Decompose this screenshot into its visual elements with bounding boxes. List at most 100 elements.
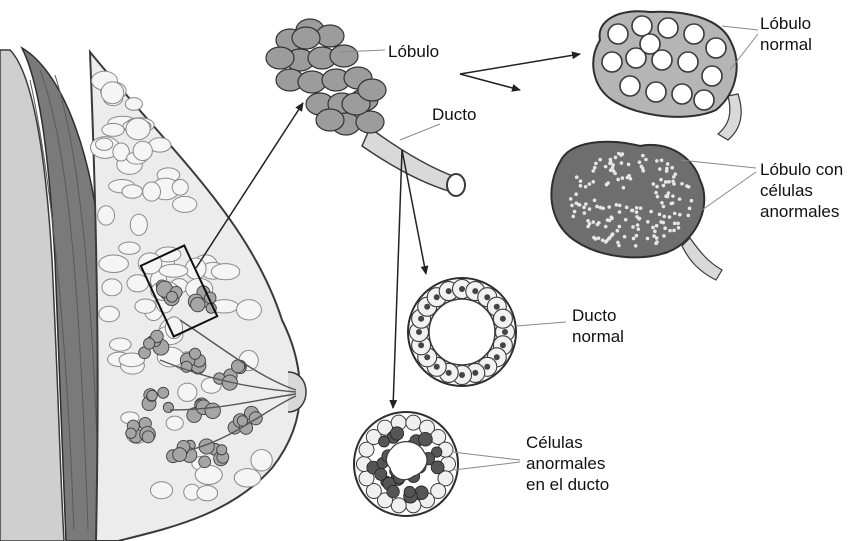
abnormal-duct-cell xyxy=(406,415,421,430)
fat-lobule xyxy=(197,485,218,500)
abnormal-cell xyxy=(637,227,641,231)
abnormal-cell xyxy=(627,163,631,167)
duct-cell-nucleus xyxy=(446,288,452,294)
gland-acinus xyxy=(189,348,200,359)
label-celulas-ducto-line2: anormales xyxy=(526,453,609,474)
abnormal-cell xyxy=(671,194,675,198)
normal-duct-lumen xyxy=(429,299,495,365)
abnormal-cell xyxy=(586,225,590,229)
abnormal-cell xyxy=(574,192,578,196)
abnormal-cell xyxy=(604,225,608,229)
abnormal-cell xyxy=(618,225,622,229)
abnormal-cell xyxy=(658,213,662,217)
duct-tube xyxy=(362,128,458,192)
lobule-acinus xyxy=(316,109,344,131)
fat-lobule xyxy=(109,338,131,351)
abnormal-cell xyxy=(615,229,619,233)
abnormal-cell xyxy=(672,175,676,179)
abnormal-cell xyxy=(659,220,663,224)
abnormal-cell xyxy=(639,206,643,210)
abnormal-cell xyxy=(655,185,659,189)
abnormal-cell xyxy=(624,218,628,222)
abnormal-cell xyxy=(665,169,669,173)
abnormal-cell xyxy=(591,220,595,224)
fat-lobule xyxy=(99,306,120,322)
abnormal-cell xyxy=(676,222,680,226)
abnormal-cell xyxy=(673,212,677,216)
breast-cross-section xyxy=(0,48,306,541)
abnormal-cell xyxy=(626,176,630,180)
abnormal-cell xyxy=(570,204,574,208)
abnormal-cell xyxy=(621,176,625,180)
abnormal-cell xyxy=(579,184,583,188)
duct-cell-nucleus xyxy=(446,370,452,376)
abnormal-cell xyxy=(668,215,672,219)
abnormal-cell xyxy=(667,180,671,184)
label-lobulo-normal: Lóbulo normal xyxy=(760,13,812,55)
gland-acinus xyxy=(217,445,227,455)
abnormal-cell xyxy=(636,223,640,227)
abnormal-lobule-illustration xyxy=(551,142,756,280)
abnormal-cell xyxy=(596,223,600,227)
label-lobulo-anormal-line2: células xyxy=(760,180,843,201)
arrow-to-lobule xyxy=(196,103,303,268)
label-celulas-ducto-line1: Células xyxy=(526,432,609,453)
label-ducto: Ducto xyxy=(432,104,476,125)
leader-celulas-1 xyxy=(452,452,520,460)
fat-lobule xyxy=(122,185,142,199)
fat-lobule xyxy=(159,264,188,277)
abnormal-cell xyxy=(610,217,614,221)
duct-cell-nucleus xyxy=(459,372,465,378)
fat-lobule xyxy=(166,416,183,430)
arrow-to-abnormal-lobule xyxy=(460,74,520,90)
abnormal-cell xyxy=(579,179,583,183)
abnormal-cell xyxy=(635,234,639,238)
abnormal-cell xyxy=(625,206,629,210)
duct-cell-nucleus xyxy=(424,354,430,360)
fat-lobule xyxy=(143,182,161,201)
fat-lobule xyxy=(234,469,260,487)
duct-cell-nucleus xyxy=(494,304,500,310)
abnormal-cell xyxy=(656,195,660,199)
fat-lobule xyxy=(133,141,152,160)
abnormal-cell xyxy=(597,236,601,240)
abnormal-cell xyxy=(615,203,619,207)
fat-lobule xyxy=(130,214,147,235)
arrow-to-normal-lobule xyxy=(460,54,580,74)
abnormal-cell xyxy=(680,182,684,186)
label-ducto-normal-line1: Ducto xyxy=(572,305,624,326)
fat-lobule xyxy=(98,206,115,225)
abnormal-cell xyxy=(591,180,595,184)
abnormal-cell xyxy=(668,229,672,233)
abnormal-cell xyxy=(606,218,610,222)
abnormal-cell xyxy=(605,183,609,187)
fat-lobule xyxy=(172,180,188,196)
abnormal-cell xyxy=(573,210,577,214)
label-celulas-ducto-line3: en el ducto xyxy=(526,474,609,495)
leader-celulas-2 xyxy=(454,462,520,470)
abnormal-cell xyxy=(669,202,673,206)
abnormal-duct-cell xyxy=(419,432,433,446)
abnormal-duct-illustration xyxy=(354,412,520,516)
abnormal-cell xyxy=(583,211,587,215)
fat-lobule xyxy=(135,299,156,313)
gland-acinus xyxy=(163,402,173,412)
label-lobulo-anormal-line1: Lóbulo con xyxy=(760,159,843,180)
abnormal-cell xyxy=(618,210,622,214)
abnormal-cell xyxy=(690,199,694,203)
gland-acinus xyxy=(144,338,155,349)
abnormal-cell xyxy=(646,220,650,224)
abnormal-cell xyxy=(677,226,681,230)
normal-acinus xyxy=(658,18,678,38)
normal-acinus xyxy=(684,24,704,44)
abnormal-cell xyxy=(593,166,597,170)
duct-cell-nucleus xyxy=(500,316,506,322)
fat-lobule xyxy=(96,138,113,150)
abnormal-cell xyxy=(651,226,655,230)
abnormal-cell xyxy=(688,207,692,211)
abnormal-cell xyxy=(649,210,653,214)
label-ducto-normal-line2: normal xyxy=(572,326,624,347)
lobule-acinus xyxy=(358,79,386,101)
abnormal-cell xyxy=(604,165,608,169)
gland-acinus xyxy=(158,387,169,398)
